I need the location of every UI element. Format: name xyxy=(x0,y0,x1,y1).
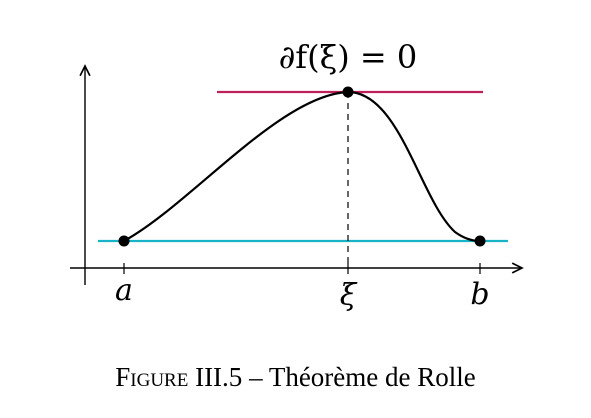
point-a xyxy=(118,235,130,247)
caption-number: III.5 xyxy=(195,362,243,392)
label-a: a xyxy=(115,273,133,308)
label-xi: ξ xyxy=(340,278,358,313)
figure-caption: Figure III.5 – Théorème de Rolle xyxy=(0,362,591,393)
point-b xyxy=(474,235,486,247)
annotation-derivative: ∂f(ξ) = 0 xyxy=(279,38,418,76)
caption-title: Théorème de Rolle xyxy=(268,362,476,392)
point-max xyxy=(342,86,354,98)
function-curve xyxy=(123,90,481,243)
label-b: b xyxy=(470,277,489,312)
caption-separator: – xyxy=(249,362,263,392)
rolle-diagram: ∂f(ξ) = 0 a ξ b xyxy=(70,38,524,313)
caption-prefix: Figure xyxy=(115,362,189,392)
